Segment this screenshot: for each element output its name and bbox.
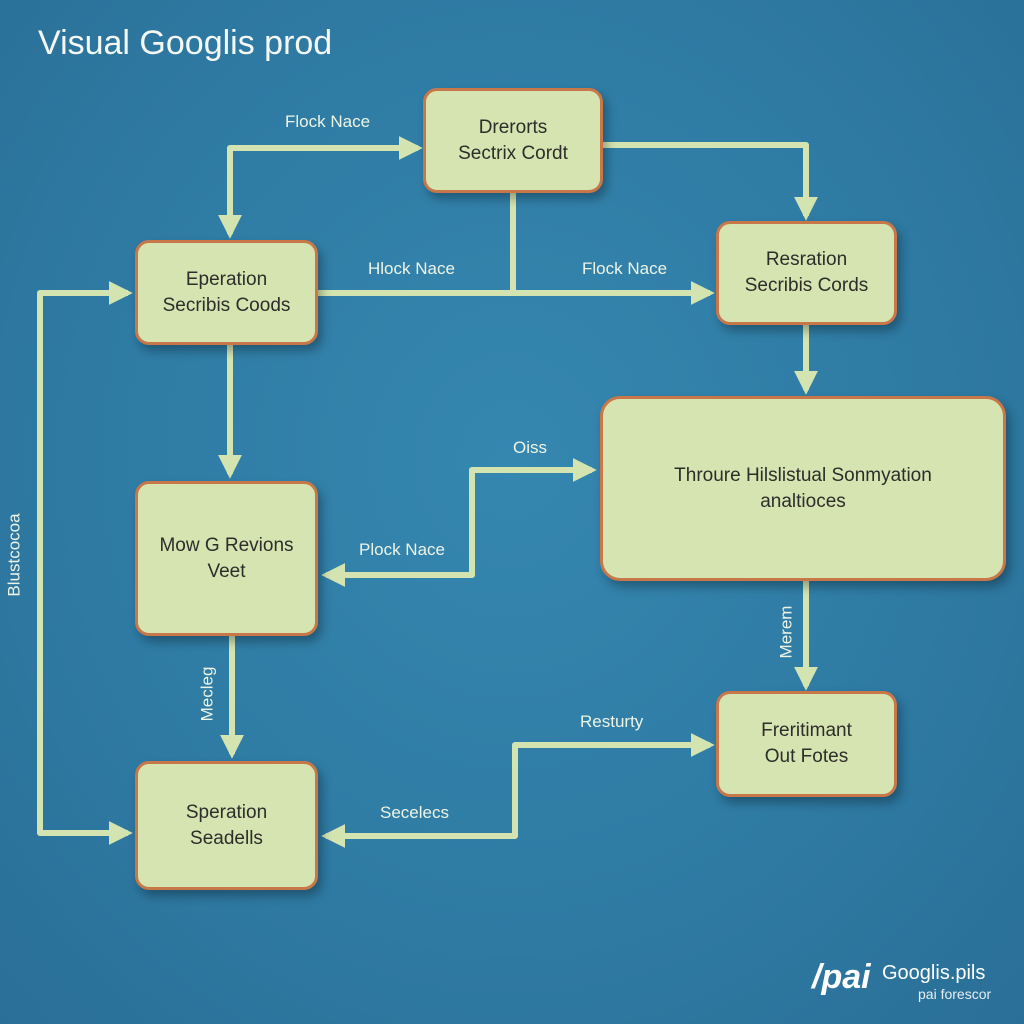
- node-label: Freritimant: [761, 720, 852, 741]
- node-analytics[interactable]: Throure Hilslistual Sonmyation analtioce…: [600, 396, 1006, 581]
- edge-label: Blustcocoa: [4, 513, 24, 597]
- edge-label: Merem: [776, 605, 796, 659]
- node-label: Drerorts: [478, 116, 548, 138]
- node-speration[interactable]: Speration Seadells: [135, 761, 318, 890]
- edge-label: Flock Nace: [285, 112, 371, 131]
- edge-label: Plock Nace: [359, 540, 445, 559]
- node-eperation[interactable]: Eperation Secribis Coods: [135, 240, 318, 345]
- node-mow-revions[interactable]: Mow G Revions Veet: [135, 481, 318, 636]
- node-resration[interactable]: Resration Secribis Cords: [716, 221, 897, 325]
- diagram-title: Visual Googlis prod: [38, 24, 333, 62]
- edge-label: Secelecs: [380, 803, 449, 822]
- node-label: Sectrix Cordt: [458, 142, 568, 164]
- node-freritimant[interactable]: Freritimant Out Fotes: [716, 691, 897, 797]
- node-label: Seadells: [190, 827, 263, 849]
- edge-label: Flock Nace: [582, 259, 668, 278]
- node-label: Throure Hilslistual Sonmyation: [674, 464, 932, 486]
- node-label: Speration: [185, 801, 268, 823]
- arrow-to-resration: [603, 142, 818, 221]
- arrow-oiss: [321, 458, 597, 587]
- arrow-side-loop: [37, 281, 133, 845]
- node-label: Secribis Coods: [162, 294, 291, 316]
- node-label: Out Fotes: [764, 746, 849, 767]
- logo-name: Googlis.pils: [882, 962, 986, 984]
- arrow-top-loop: [218, 136, 423, 239]
- arrow-resturty: [321, 733, 715, 848]
- logo-subtitle: pai forescor: [918, 986, 992, 1002]
- node-label: analtioces: [760, 490, 846, 512]
- node-drerorts[interactable]: Drerorts Sectrix Cordt: [423, 88, 603, 193]
- node-label: Resration: [765, 249, 848, 270]
- logo-mark: /pai: [812, 958, 871, 996]
- edge-label: Oiss: [513, 438, 547, 457]
- node-label: Secribis Cords: [744, 275, 869, 296]
- node-label: Eperation: [185, 268, 268, 290]
- brand-logo: /pai Googlis.pils pai forescor: [812, 958, 991, 1002]
- node-label: Mow G Revions: [159, 534, 294, 556]
- edge-label: Hlock Nace: [368, 259, 455, 278]
- edge-label: Mecleg: [197, 666, 217, 722]
- node-label: Veet: [207, 560, 246, 582]
- edge-label: Resturty: [580, 712, 644, 731]
